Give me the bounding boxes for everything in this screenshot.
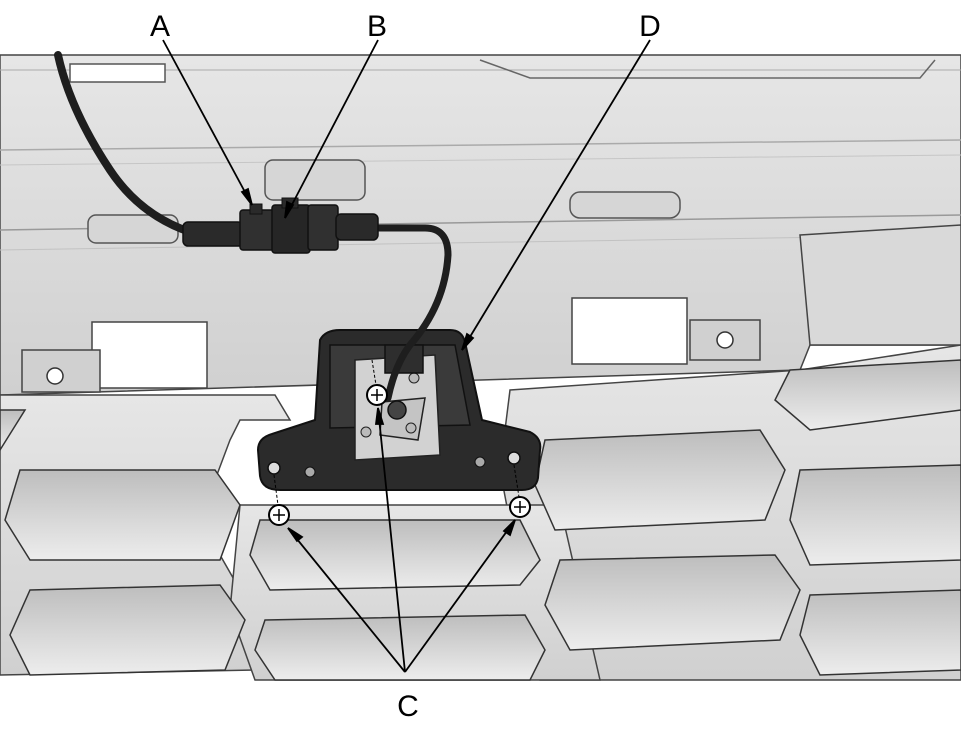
camera-harness bbox=[54, 51, 452, 402]
screw-icon bbox=[366, 384, 388, 406]
grille-opening bbox=[91, 321, 208, 389]
grille-cell bbox=[799, 589, 961, 676]
grille-cell bbox=[789, 464, 961, 566]
screw-icon bbox=[509, 496, 531, 518]
cable bbox=[54, 51, 194, 236]
arrowhead bbox=[502, 519, 516, 537]
honeycomb-grille bbox=[0, 344, 961, 681]
leader-line-c bbox=[287, 527, 406, 673]
slot-top-left bbox=[69, 63, 166, 83]
arrowhead bbox=[284, 200, 295, 219]
leader-line-c bbox=[404, 519, 516, 673]
grille-cell bbox=[254, 614, 546, 681]
grille-cell bbox=[774, 359, 961, 431]
arrowhead bbox=[461, 332, 475, 351]
connector-b bbox=[271, 204, 311, 254]
retaining-tab bbox=[569, 191, 681, 219]
screw-icon bbox=[268, 504, 290, 526]
arrowhead bbox=[287, 527, 304, 543]
grille-cell bbox=[534, 429, 786, 531]
leader-line-c bbox=[377, 407, 406, 673]
grille-cell bbox=[9, 584, 246, 676]
camera-lens bbox=[387, 400, 407, 420]
callout-label-c: C bbox=[397, 690, 419, 723]
leader-line-a bbox=[162, 39, 253, 206]
grille-cell bbox=[0, 409, 27, 452]
camera-plate bbox=[354, 344, 441, 461]
leader-line-b bbox=[284, 39, 379, 219]
grille-cell bbox=[544, 554, 801, 651]
grille-cell bbox=[249, 519, 541, 591]
connector-a bbox=[239, 209, 276, 251]
connector-boot bbox=[335, 213, 379, 241]
connector-body bbox=[307, 204, 339, 251]
cable bbox=[371, 224, 452, 402]
callout-label-a: A bbox=[149, 10, 170, 43]
leader-line-d bbox=[461, 39, 651, 351]
callout-label-d: D bbox=[639, 10, 661, 43]
upper-grille-panel bbox=[0, 54, 961, 396]
leader-lines bbox=[162, 39, 651, 673]
arrowhead bbox=[240, 187, 253, 206]
retaining-tab bbox=[264, 159, 366, 201]
arrowhead bbox=[374, 407, 385, 425]
connector-boot bbox=[182, 221, 244, 247]
grille-opening bbox=[571, 297, 688, 365]
grille-cell bbox=[4, 469, 241, 561]
callout-label-b: B bbox=[366, 10, 387, 43]
